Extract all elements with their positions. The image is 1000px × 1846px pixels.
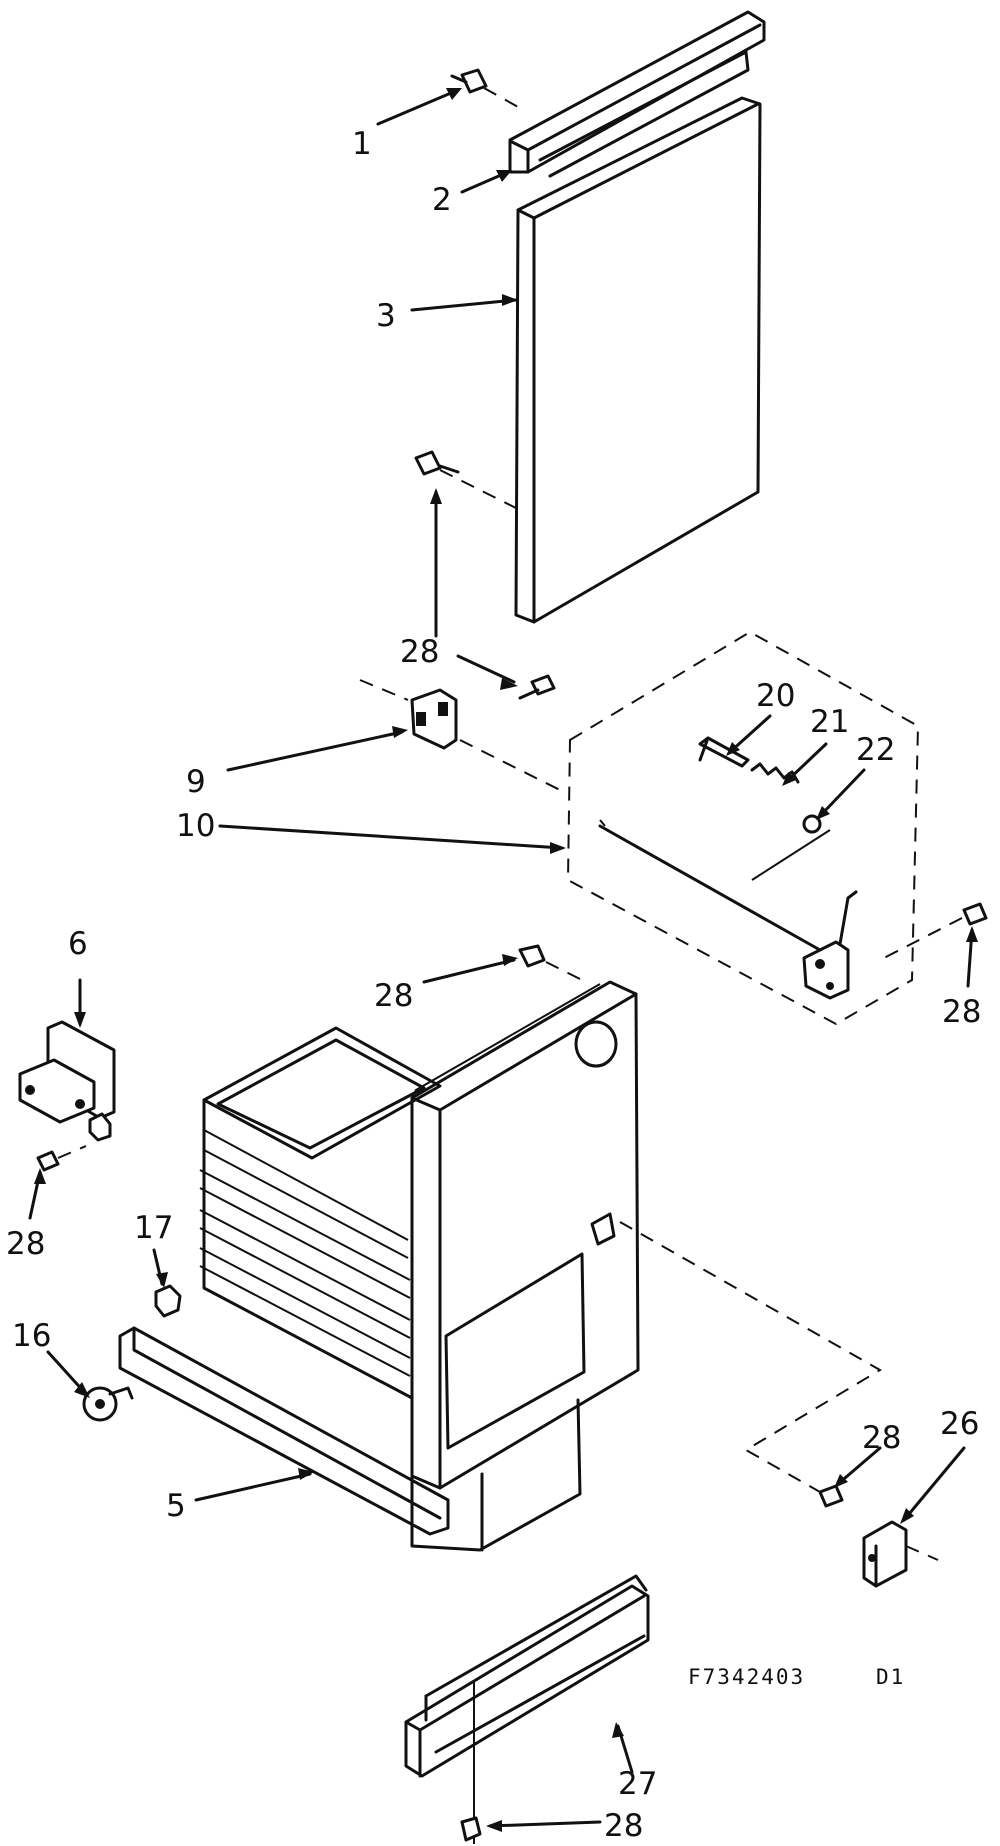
callout-17: 17 [134,1210,173,1246]
callout-10: 10 [176,808,215,844]
part-20-rod [698,736,750,768]
part-16-roller [82,1386,134,1422]
drawing-reference: F7342403 D1 [688,1665,905,1689]
callout-6: 6 [68,926,88,962]
callout-3: 3 [376,298,396,334]
part-3-door-panel [439,96,762,624]
part-28-screw-cabinet [518,944,587,983]
part-21-spring [750,762,800,784]
leader-lines [28,88,978,1832]
part-28-screw-lower-right [818,1484,844,1508]
part-28-screw-right [879,902,988,961]
callout-20: 20 [756,678,795,714]
part-10-cover-panel [566,630,920,1026]
part-28-screw-upper [414,450,460,476]
callout-27: 27 [618,1766,657,1802]
callout-5: 5 [166,1488,186,1524]
part-1-screw [450,68,521,109]
callout-21: 21 [810,704,849,740]
callout-1: 1 [352,126,372,162]
drawing-code: F7342403 [688,1665,805,1689]
callout-26: 26 [940,1406,979,1442]
callout-16: 16 [12,1318,51,1354]
part-28-screw-bottom [460,1816,482,1842]
part-17-nut [154,1284,182,1318]
callout-28-bottom: 28 [604,1808,643,1844]
part-27-bottom-rail [404,1574,650,1844]
callout-9: 9 [186,764,206,800]
callout-28-right: 28 [942,994,981,1030]
callout-2: 2 [432,182,452,218]
panel-latch [751,829,858,1000]
part-9-hinge-bracket [359,679,561,791]
drawing-revision: D1 [876,1665,905,1689]
callout-28-upper: 28 [400,634,439,670]
connection-dashed-26 [619,1221,882,1493]
callout-28-left: 28 [6,1226,45,1262]
part-28-screw-left [36,1145,87,1172]
part-28-screw-mid [518,674,556,700]
callout-28-cabinet: 28 [374,978,413,1014]
part-26-bracket [862,1520,939,1588]
callout-28-lower-right: 28 [862,1420,901,1456]
callout-labels: 1 2 3 28 9 10 20 21 22 28 6 28 28 17 16 … [6,126,981,1844]
part-5-cabinet-body [118,980,640,1552]
part-6-hinge [18,1020,116,1142]
callout-22: 22 [856,732,895,768]
